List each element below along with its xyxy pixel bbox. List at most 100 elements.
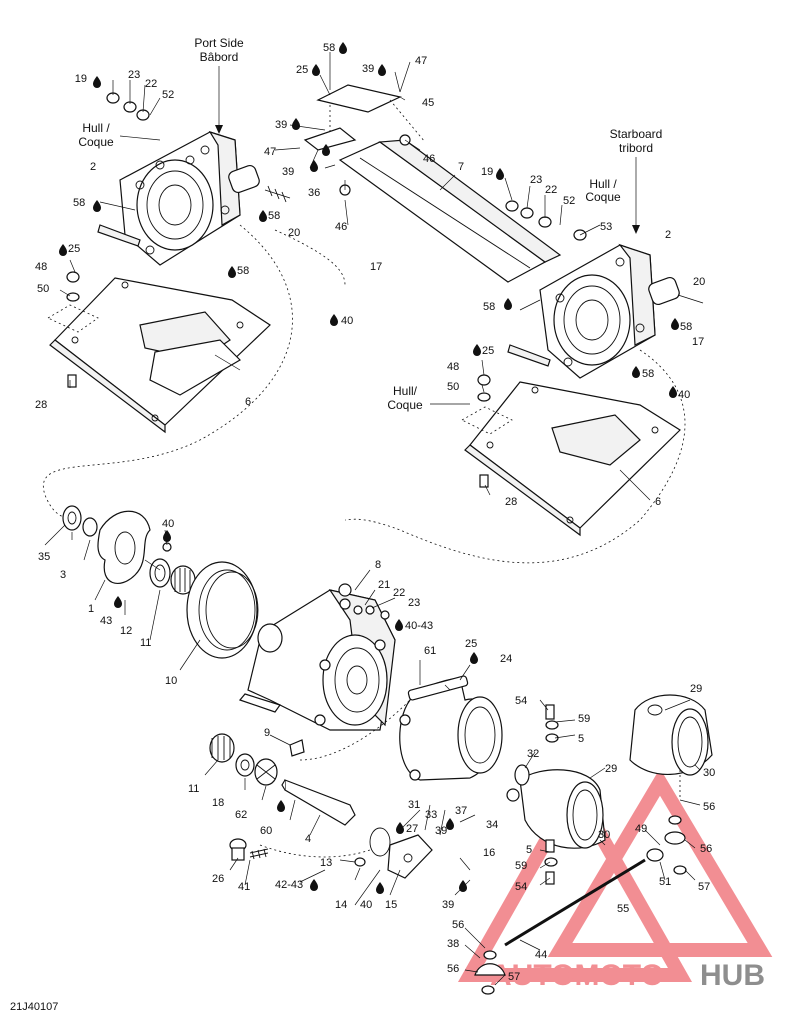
callout: 18 [212,797,224,809]
port-side-label: Port Side [194,36,244,50]
callout: 39 [442,899,454,911]
callout: 30 [598,829,610,841]
callout: 56 [703,801,715,813]
callout: 58 [680,321,692,333]
callout: 9 [264,727,270,739]
callout: 44 [535,949,547,961]
callout: 25 [465,638,477,650]
callout: 10 [165,675,177,687]
callout: 19 [481,166,493,178]
callout: 2 [665,229,671,241]
callout: 4 [305,833,311,845]
starboard-hull-adapter [477,200,704,488]
hull-label-center: Hull/ [393,384,418,398]
callout: 29 [690,683,702,695]
callout: 1 [88,603,94,615]
callout: 25 [482,345,494,357]
callout: 40 [678,389,690,401]
callout: 51 [659,876,671,888]
wear-ring [186,561,259,659]
callout: 15 [385,899,397,911]
callout: 14 [335,899,347,911]
top-support-bracket [303,84,562,283]
callout: 53 [600,221,612,233]
callout: 45 [422,97,434,109]
callout: 56 [447,963,459,975]
callout: 40 [360,899,372,911]
callout: 28 [35,399,47,411]
callout: 41 [238,881,250,893]
callout: 56 [452,919,464,931]
callout: 6 [655,496,661,508]
starboard-ride-plate [461,381,681,537]
callout: 50 [447,381,459,393]
starboard-label: Starboard [610,127,663,141]
watermark-text-b: HUB [700,959,765,992]
callout: 23 [408,597,420,609]
callout: 40 [341,315,353,327]
callout: 5 [578,733,584,745]
nozzle [506,704,606,885]
callout: 52 [563,195,575,207]
callout: 5 [526,844,532,856]
callout: 3 [60,569,66,581]
port-ride-plate [47,277,271,434]
callout: 58 [73,197,85,209]
callout: 20 [693,276,705,288]
callout: 43 [100,615,112,627]
callout: 33 [425,809,437,821]
callout: 55 [617,903,629,915]
callout: 26 [212,873,224,885]
callout: 49 [635,823,647,835]
starboard-label-fr: tribord [619,141,653,155]
callout: 62 [235,809,247,821]
callout: 2 [90,161,96,173]
callout: 59 [578,713,590,725]
steering-rod [474,848,664,995]
callout: 58 [268,210,280,222]
venturi [289,675,503,781]
callout: 58 [323,42,335,54]
callout: 59 [515,860,527,872]
callout: 20 [288,227,300,239]
callout: 37 [455,805,467,817]
callout: 58 [483,301,495,313]
callout: 52 [162,89,174,101]
callout: 19 [75,73,87,85]
callout: 39 [362,63,374,75]
callout: 54 [515,695,527,707]
callout: 17 [370,261,382,273]
hull-label-left: Hull / [82,121,110,135]
callout: 17 [692,336,704,348]
callout: 61 [424,645,436,657]
callout: 57 [698,881,710,893]
callout: 60 [260,825,272,837]
callout: 42-43 [275,879,303,891]
drive-shaft-parts [209,699,433,879]
callout: 22 [393,587,405,599]
watermark-text-a: AUTOMOTO [490,959,664,992]
callout: 39 [282,166,294,178]
callout: 23 [530,174,542,186]
callout: 47 [264,146,276,158]
callout: 29 [605,763,617,775]
callout: 21 [378,579,390,591]
callout: 35 [38,551,50,563]
callout: 34 [486,819,498,831]
callout: 30 [703,767,715,779]
callout: 58 [642,368,654,380]
port-side-label-fr: Bâbord [200,50,239,64]
callout: 47 [415,55,427,67]
callout: 38 [447,938,459,950]
automotohub-watermark: AUTOMOTO HUB [457,768,773,992]
callout: 48 [447,361,459,373]
callout: 16 [483,847,495,859]
callout: 50 [37,283,49,295]
callout: 13 [320,857,332,869]
callout: 27 [406,823,418,835]
drop-icons [59,42,679,894]
callout: 25 [296,64,308,76]
callout: 39 [435,825,447,837]
callout: 58 [237,265,249,277]
